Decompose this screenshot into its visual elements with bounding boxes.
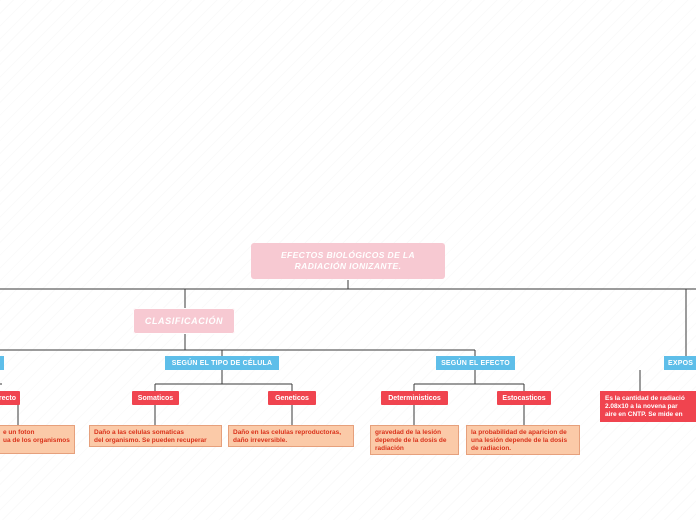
note-stochastic-line: la probabilidad de aparicion de xyxy=(471,429,567,436)
topic-deterministic[interactable]: Deterministicos xyxy=(381,391,448,405)
note-somatic-line: Daño a las celulas somaticas xyxy=(94,429,184,436)
branch-cell-type[interactable]: SEGÚN EL TIPO DE CÉLULA xyxy=(165,356,279,370)
note-deterministic-line: radiación xyxy=(375,445,404,452)
classification-label: CLASIFICACIÓN xyxy=(144,316,224,326)
note-deterministic[interactable]: gravedad de la lesión depende de la dosi… xyxy=(370,425,459,455)
branch-exposure[interactable]: EXPOS xyxy=(664,356,696,370)
note-exposure-line: aire en CNTP. Se mide en xyxy=(605,411,683,418)
note-exposure-line: Es la cantidad de radiació xyxy=(605,395,685,402)
root-topic[interactable]: EFECTOS BIOLÓGICOS DE LA RADIACIÓN IONIZ… xyxy=(251,243,445,279)
classification-topic[interactable]: CLASIFICACIÓN xyxy=(133,308,235,334)
note-stochastic-line: de radiacion. xyxy=(471,445,512,452)
branch-effect[interactable]: SEGÚN EL EFECTO xyxy=(436,356,515,370)
note-somatic-line: del organismo. Se pueden recuperar xyxy=(94,437,207,444)
note-exposure-line: 2.08x10 a la novena par xyxy=(605,403,678,410)
topic-direct[interactable]: recto xyxy=(0,391,20,405)
topic-somatic-label: Somaticos xyxy=(137,394,174,402)
note-somatic[interactable]: Daño a las celulas somaticas del organis… xyxy=(89,425,222,447)
topic-genetic[interactable]: Geneticos xyxy=(268,391,316,405)
note-stochastic[interactable]: la probabilidad de aparicion de una lesi… xyxy=(466,425,580,455)
note-deterministic-line: depende de la dosis de xyxy=(375,437,447,444)
partial-branch-left[interactable] xyxy=(0,356,4,370)
note-exposure[interactable]: Es la cantidad de radiació 2.08x10 a la … xyxy=(600,391,696,422)
branch-effect-label: SEGÚN EL EFECTO xyxy=(441,359,510,367)
note-deterministic-line: gravedad de la lesión xyxy=(375,429,442,436)
note-direct[interactable]: e un foton ua de los organismos xyxy=(0,425,75,454)
topic-deterministic-label: Deterministicos xyxy=(388,394,441,402)
topic-stochastic[interactable]: Estocasticos xyxy=(497,391,551,405)
note-direct-line: e un foton xyxy=(3,429,35,436)
topic-direct-label: recto xyxy=(0,394,16,402)
note-direct-line: ua de los organismos xyxy=(3,437,70,444)
branch-exposure-label: EXPOS xyxy=(668,359,694,367)
topic-stochastic-label: Estocasticos xyxy=(502,394,546,402)
note-stochastic-line: una lesión depende de la dosis xyxy=(471,437,568,444)
note-genetic-line: Daño en las celulas reproductoras, xyxy=(233,429,342,436)
note-genetic[interactable]: Daño en las celulas reproductoras, daño … xyxy=(228,425,354,447)
topic-genetic-label: Geneticos xyxy=(275,394,309,402)
topic-somatic[interactable]: Somaticos xyxy=(132,391,179,405)
root-topic-label: EFECTOS BIOLÓGICOS DE LA RADIACIÓN IONIZ… xyxy=(280,250,416,271)
branch-cell-type-label: SEGÚN EL TIPO DE CÉLULA xyxy=(171,359,273,367)
note-genetic-line: daño irreversible. xyxy=(233,437,288,444)
